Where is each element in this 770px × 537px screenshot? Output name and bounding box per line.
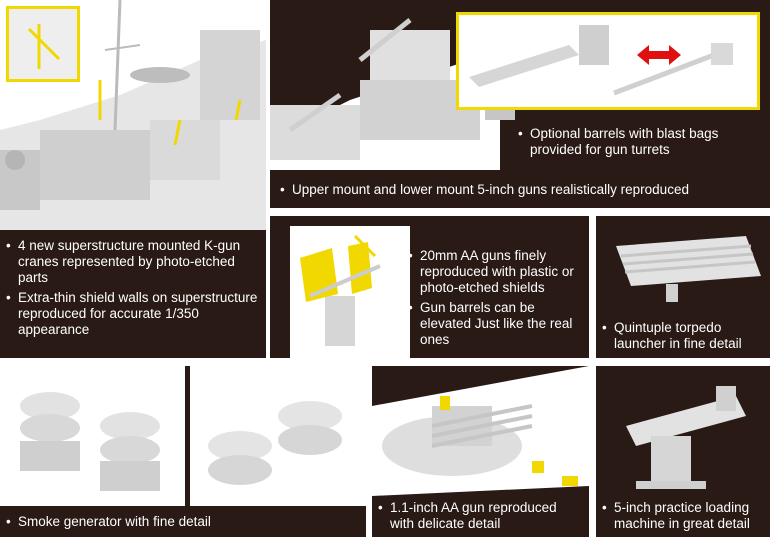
turrets-bullet: Upper mount and lower mount 5-inch guns …	[280, 182, 760, 198]
aa20mm-caption: 20mm AA guns finely reproduced with plas…	[408, 248, 583, 352]
crane-detail-image	[9, 9, 77, 79]
aa20mm-bullet-2: Gun barrels can be elevated Just like th…	[408, 300, 583, 348]
turrets-panel: Optional barrels with blast bags provide…	[270, 0, 770, 208]
loader-illustration	[626, 386, 746, 489]
smoke-bullet: Smoke generator with fine detail	[6, 514, 356, 530]
superstructure-caption: 4 new superstructure mounted K-gun crane…	[6, 238, 261, 342]
aa20mm-illustration	[290, 226, 410, 358]
loader-bullet: 5-inch practice loading machine in great…	[602, 500, 766, 532]
torpedo-bullet: Quintuple torpedo launcher in fine detai…	[602, 320, 766, 352]
aa20mm-panel: 20mm AA guns finely reproduced with plas…	[270, 216, 589, 358]
turrets-inset-bullet: Optional barrels with blast bags provide…	[518, 126, 758, 158]
superstructure-panel: 4 new superstructure mounted K-gun crane…	[0, 0, 266, 358]
aa11-illustration	[372, 366, 589, 496]
aa20mm-bullet-1: 20mm AA guns finely reproduced with plas…	[408, 248, 583, 296]
aa11-caption: 1.1-inch AA gun reproduced with delicate…	[378, 500, 583, 536]
superstructure-illustration	[0, 0, 266, 230]
crane-detail-inset	[6, 6, 80, 82]
superstructure-bullet-2: Extra-thin shield walls on superstructur…	[6, 290, 261, 338]
smoke-caption: Smoke generator with fine detail	[6, 514, 356, 534]
turrets-inset-caption: Optional barrels with blast bags provide…	[518, 126, 758, 162]
torpedo-caption: Quintuple torpedo launcher in fine detai…	[602, 320, 766, 356]
torpedo-illustration	[616, 236, 761, 302]
barrel-options-inset	[456, 12, 760, 110]
barrel-options-image	[469, 25, 733, 96]
turrets-illustration	[270, 18, 515, 170]
aa11-bullet: 1.1-inch AA gun reproduced with delicate…	[378, 500, 583, 532]
swap-arrow	[637, 45, 681, 65]
smoke-panel: Smoke generator with fine detail	[0, 366, 366, 537]
turrets-caption: Upper mount and lower mount 5-inch guns …	[280, 182, 760, 202]
loader-panel: 5-inch practice loading machine in great…	[596, 366, 770, 537]
superstructure-bullet-1: 4 new superstructure mounted K-gun crane…	[6, 238, 261, 286]
loader-caption: 5-inch practice loading machine in great…	[602, 500, 766, 536]
torpedo-panel: Quintuple torpedo launcher in fine detai…	[596, 216, 770, 358]
aa11-panel: 1.1-inch AA gun reproduced with delicate…	[372, 366, 589, 537]
smoke-illustration	[0, 366, 366, 506]
